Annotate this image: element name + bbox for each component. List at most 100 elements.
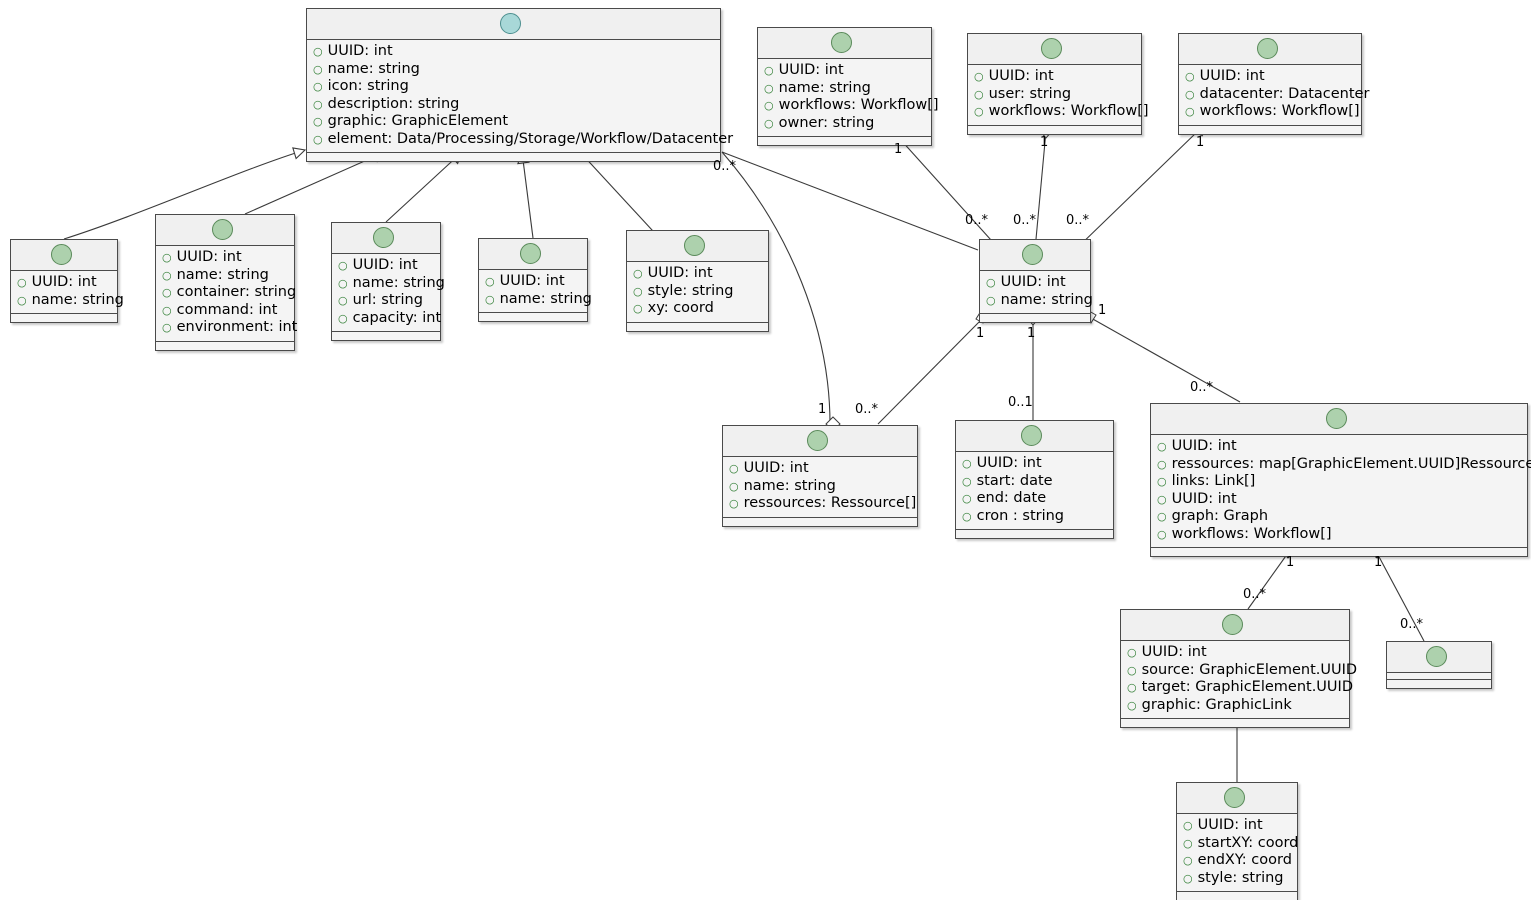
visibility-public-icon: ○ (1157, 527, 1167, 541)
class-icon (1425, 646, 1447, 667)
visibility-public-icon: ○ (764, 116, 774, 130)
class-attribute: ○owner: string (764, 115, 925, 133)
class-attribute: ○endXY: coord (1183, 852, 1292, 870)
class-icon (1221, 614, 1243, 635)
class-box-userworkflows[interactable]: ○UUID: int○user: string○workflows: Workf… (967, 33, 1149, 135)
multiplicity-label: 1 (1286, 555, 1295, 570)
class-attributes-link: ○UUID: int○source: GraphicElement.UUID○t… (1121, 641, 1357, 719)
class-box-graphicelement[interactable]: ○UUID: int○style: string○xy: coord (626, 230, 769, 332)
class-methods-userworkflows (968, 125, 1141, 134)
visibility-public-icon: ○ (1157, 510, 1167, 523)
class-box-datacenter[interactable]: ○UUID: int○name: string (478, 238, 592, 322)
visibility-public-icon: ○ (162, 268, 172, 282)
multiplicity-label: 0..* (713, 159, 737, 174)
attribute-text: UUID: int (976, 455, 1042, 471)
visibility-public-icon: ○ (17, 276, 27, 289)
class-attribute: ○style: string (633, 283, 762, 301)
class-box-workflowschedule[interactable]: ○UUID: int○start: date○end: date○cron : … (955, 420, 1114, 539)
visibility-public-icon: ○ (962, 509, 972, 523)
class-box-resources[interactable] (1386, 641, 1492, 689)
class-attributes-workflowschedule: ○UUID: int○start: date○end: date○cron : … (956, 452, 1113, 530)
class-attribute: ○ UUID: int (974, 68, 1135, 86)
class-box-data[interactable]: ○UUID: int○name: string (10, 239, 124, 323)
class-attributes-datacenter: ○UUID: int○name: string (479, 270, 592, 313)
class-attribute: ○graphic: GraphicElement (313, 113, 714, 131)
class-attribute: ○name: string (485, 291, 592, 309)
visibility-public-icon: ○ (313, 62, 323, 76)
class-attribute: ○style: string (1183, 870, 1291, 888)
class-box-link[interactable]: ○UUID: int○source: GraphicElement.UUID○t… (1120, 609, 1357, 728)
class-icon (684, 235, 705, 256)
class-attribute: ○cron : string (962, 508, 1107, 526)
attribute-text: UUID: int (1000, 274, 1066, 290)
class-attribute: ○UUID: int (1127, 644, 1343, 662)
attribute-text: name: string (1000, 291, 1093, 308)
visibility-public-icon: ○ (162, 303, 172, 317)
visibility-public-icon: ○ (729, 479, 739, 493)
class-methods-graph (1151, 548, 1527, 556)
multiplicity-label: 0..* (855, 402, 879, 417)
visibility-public-icon: ○ (313, 45, 323, 58)
visibility-public-icon: ○ (974, 105, 984, 118)
class-icon (1256, 38, 1278, 59)
class-box-resourceset[interactable]: ○UUID: int○name: string○ressources: Ress… (722, 425, 918, 527)
attribute-text: source: GraphicElement.UUID (1141, 661, 1358, 678)
attribute-text: workflows: Workflow[] (1171, 525, 1332, 542)
attribute-text: user: string (988, 85, 1072, 102)
class-attribute: ○environment: int (162, 319, 297, 337)
visibility-public-icon: ○ (338, 294, 348, 307)
class-header-calendar (758, 28, 931, 59)
class-methods-link (1121, 719, 1349, 727)
attribute-text: workflows: Workflow[] (778, 97, 939, 113)
multiplicity-label: 1 (976, 326, 985, 341)
class-attribute: ○description: string (313, 96, 714, 114)
visibility-public-icon: ○ (1127, 663, 1137, 677)
multiplicity-label: 1 (894, 142, 903, 157)
visibility-public-icon: ○ (633, 284, 643, 298)
attribute-text: UUID: int (988, 68, 1054, 84)
class-attribute: ○name: string (17, 292, 124, 310)
class-methods-data (11, 314, 117, 322)
class-box-ressource[interactable]: ○UUID: int○name: string○icon: string○des… (306, 8, 733, 162)
class-icon (1041, 38, 1062, 59)
visibility-public-icon: ○ (1183, 819, 1193, 832)
attribute-text: endXY: coord (1197, 852, 1292, 868)
class-box-datacenterworkflows[interactable]: ○UUID: int○datacenter: Datacenter○workfl… (1178, 33, 1369, 135)
attribute-text: startXY: coord (1197, 834, 1299, 851)
class-box-storage[interactable]: ○UUID: int○name: string○url: string○capa… (331, 222, 445, 341)
attribute-text: name: string (778, 79, 871, 96)
class-methods-storage (332, 332, 440, 340)
attribute-text: datacenter: Datacenter (1199, 85, 1370, 102)
class-attribute: ○end: date (962, 490, 1107, 508)
visibility-public-icon: ○ (313, 80, 323, 93)
attribute-text: workflows: Workflow[] (988, 103, 1149, 119)
visibility-public-icon: ○ (729, 497, 739, 510)
class-attribute: ○name: string (764, 80, 925, 98)
attribute-text: UUID: int (743, 460, 809, 476)
class-box-workflow[interactable]: ○UUID: int○name: string (979, 239, 1093, 323)
visibility-public-icon: ○ (1127, 698, 1137, 712)
class-header-datacenterworkflows (1179, 34, 1361, 65)
attribute-text: command: int (176, 301, 278, 318)
visibility-public-icon: ○ (162, 286, 172, 299)
visibility-public-icon: ○ (974, 70, 984, 83)
visibility-public-icon: ○ (1185, 87, 1195, 101)
visibility-public-icon: ○ (1127, 681, 1137, 694)
class-header-ressource (307, 9, 720, 40)
class-attribute: ○UUID: int (313, 43, 714, 61)
class-header-datacenter (479, 239, 587, 270)
class-box-graphiclink[interactable]: ○UUID: int○startXY: coord○endXY: coord○s… (1176, 782, 1298, 900)
class-methods-workflowschedule (956, 530, 1113, 538)
class-box-graph[interactable]: ○UUID: int○ressources: map[GraphicElemen… (1150, 403, 1531, 557)
class-box-processing[interactable]: ○UUID: int○name: string○container: strin… (155, 214, 297, 351)
visibility-public-icon: ○ (1157, 440, 1167, 453)
attribute-text: style: string (1197, 869, 1284, 886)
attribute-text: UUID: int (647, 265, 713, 281)
class-methods-workflow (980, 314, 1090, 322)
class-header-graphicelement (627, 231, 768, 262)
class-box-calendar[interactable]: ○UUID: int○name: string○workflows: Workf… (757, 27, 939, 146)
class-attribute: ○UUID: int (729, 460, 911, 478)
class-header-processing (156, 215, 294, 246)
visibility-public-icon: ○ (1157, 492, 1167, 506)
class-attributes-graphiclink: ○UUID: int○startXY: coord○endXY: coord○s… (1177, 814, 1299, 892)
